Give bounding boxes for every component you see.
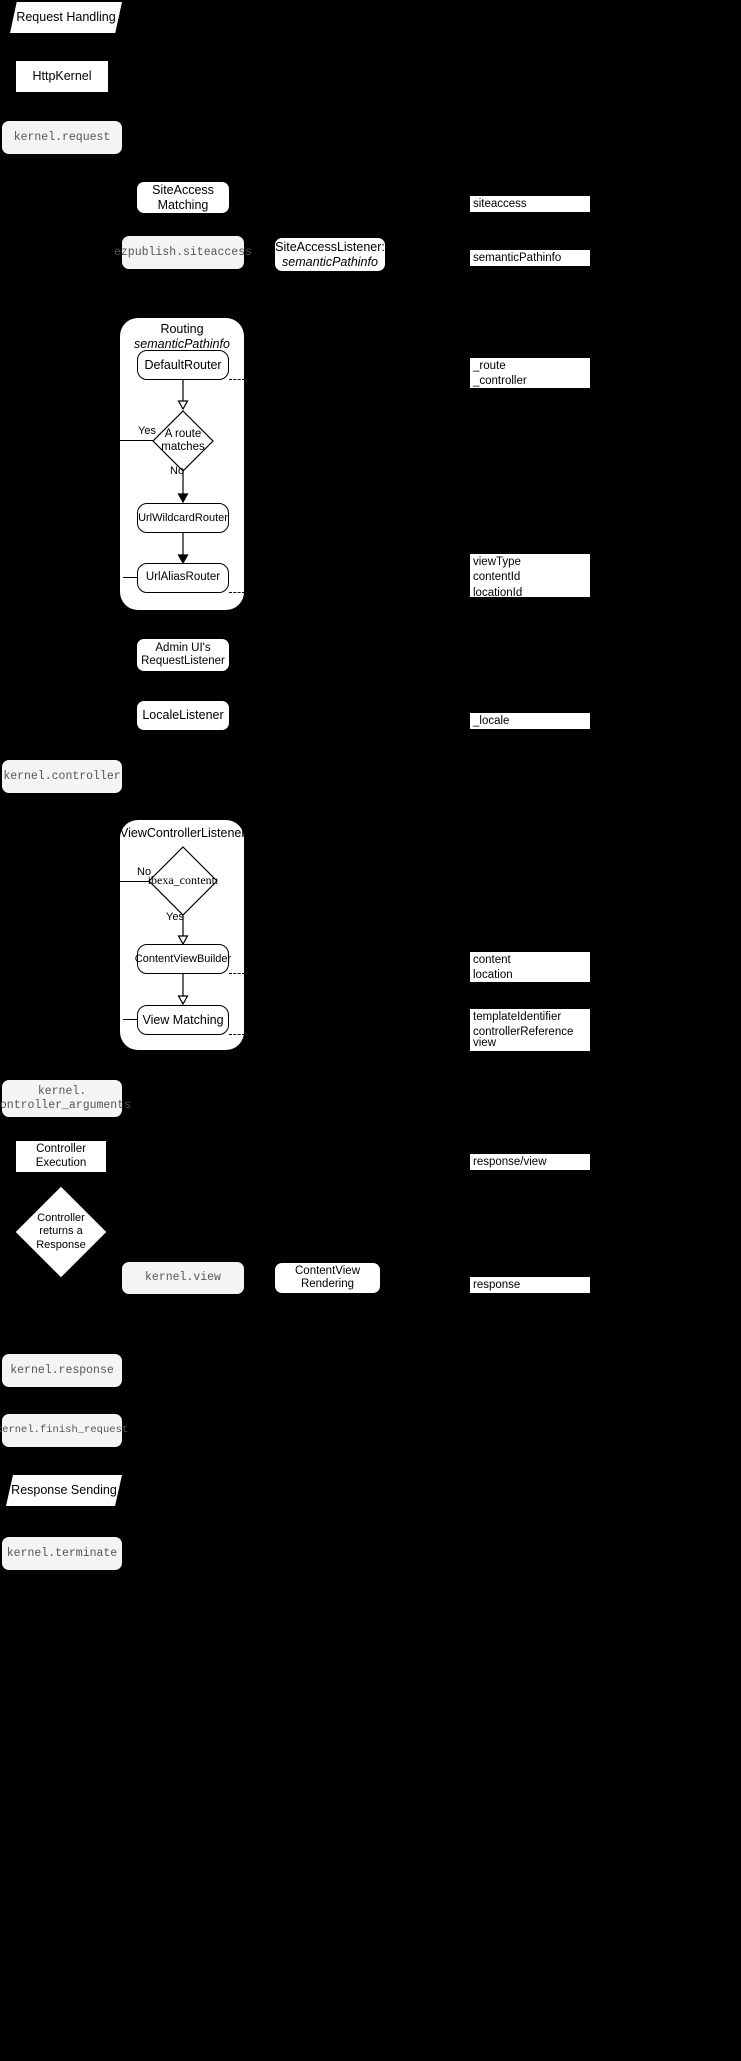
decision-route-matches-yes: Yes <box>138 425 156 437</box>
edge-ibexa-content-no-branch <box>120 881 149 883</box>
event-ezpublish-siteaccess-label: ezpublish.siteaccess <box>113 245 253 259</box>
decision-controller-returns-response-line2: returns a <box>39 1225 83 1238</box>
attr-view: view <box>470 1035 590 1051</box>
event-kernel-request: kernel.request <box>2 121 122 154</box>
edge-view-matching-left-stub <box>123 1019 138 1021</box>
attr-route-controller-line2: _controller <box>473 375 527 388</box>
node-locale-listener: LocaleListener <box>137 701 229 730</box>
attr-siteaccess: siteaccess <box>470 196 590 212</box>
node-url-wildcard-router: UrlWildcardRouter <box>137 503 229 533</box>
attr-content-location: content location <box>470 952 590 982</box>
attr-route-controller: _route _controller <box>470 358 590 388</box>
node-view-matching: View Matching <box>137 1005 229 1035</box>
decision-ibexa-content-no: No <box>137 866 152 878</box>
node-admin-ui-request-listener-line1: Admin UI's <box>155 641 211 654</box>
attr-view-type-line: viewType <box>473 556 521 568</box>
edge-urlwildcard-to-urlalias <box>176 533 192 565</box>
event-kernel-controller-label: kernel.controller <box>3 769 121 783</box>
decision-ibexa-content-text: ibexa_content: <box>147 873 219 888</box>
event-kernel-controller: kernel.controller <box>2 760 122 793</box>
attr-response-view-line: response/view <box>473 1156 547 1168</box>
group-routing-title-italic: semanticPathinfo <box>134 337 230 351</box>
node-content-view-rendering: ContentView Rendering <box>275 1263 380 1293</box>
attr-view-line: view <box>473 1037 497 1049</box>
node-url-alias-router-label: UrlAliasRouter <box>145 571 221 584</box>
edge-urlalias-left-stub <box>123 577 138 579</box>
edge-ibexa-content-yes-to-builder <box>176 915 192 946</box>
edge-default-router-to-decision <box>176 380 192 411</box>
group-view-controller-listener-title-label: ViewControllerListener <box>120 826 246 840</box>
decision-ibexa-content-yes: Yes <box>166 911 184 923</box>
attr-semantic-pathinfo-line: semanticPathinfo <box>473 252 562 264</box>
node-http-kernel-label: HttpKernel <box>32 69 92 84</box>
attr-location-id-line: locationId <box>473 586 523 599</box>
node-default-router-label: DefaultRouter <box>144 357 222 372</box>
attr-response: response <box>470 1277 590 1293</box>
event-kernel-controller-arguments-label: kernel. controller_arguments <box>0 1085 132 1112</box>
decision-route-matches-line1: A route <box>164 427 202 440</box>
group-routing-title-prefix: Routing <box>160 322 204 336</box>
node-view-matching-label: View Matching <box>142 1012 224 1027</box>
phase-banner-request-handling: Request Handling <box>10 2 122 33</box>
attr-content-id-line: contentId <box>473 571 521 584</box>
decision-controller-returns-response-line3: Response <box>36 1238 86 1251</box>
attr-locale-line: _locale <box>473 715 510 727</box>
event-kernel-response-label: kernel.response <box>10 1363 114 1377</box>
group-view-controller-listener-title: ViewControllerListener <box>120 826 246 841</box>
edge-route-yes-branch <box>120 440 153 442</box>
node-controller-execution: Controller Execution <box>16 1141 106 1172</box>
node-content-view-builder: ContentViewBuilder <box>134 944 232 974</box>
phase-banner-response-sending: Response Sending <box>6 1475 122 1506</box>
node-locale-listener-label: LocaleListener <box>142 708 224 723</box>
dashed-connector-content-view-builder <box>229 973 245 974</box>
edge-route-no-to-urlwildcard <box>176 471 192 504</box>
attr-route-controller-line1: _route <box>473 360 506 372</box>
event-kernel-response: kernel.response <box>2 1354 122 1387</box>
event-kernel-view: kernel.view <box>122 1262 244 1294</box>
dashed-connector-url-alias-router <box>229 592 245 593</box>
node-siteaccess-listener: SiteAccessListener: semanticPathinfo <box>275 238 385 271</box>
node-admin-ui-request-listener: Admin UI's RequestListener <box>137 639 229 671</box>
event-kernel-request-label: kernel.request <box>13 130 111 144</box>
attr-view-content-location: viewType contentId locationId <box>470 554 590 599</box>
event-kernel-terminate: kernel.terminate <box>2 1537 122 1570</box>
node-http-kernel: HttpKernel <box>16 61 108 92</box>
dashed-connector-default-router <box>229 379 245 380</box>
decision-controller-returns-response-line1: Controller <box>37 1212 85 1225</box>
attr-template-identifier-line: templateIdentifier <box>473 1011 562 1023</box>
phase-banner-label: Request Handling <box>16 10 116 25</box>
decision-ibexa-content-label: ibexa_content: <box>147 846 219 916</box>
attr-siteaccess-line: siteaccess <box>473 198 527 210</box>
attr-locale: _locale <box>470 713 590 729</box>
node-siteaccess-listener-line1: SiteAccessListener: <box>275 240 385 255</box>
event-kernel-controller-arguments: kernel. controller_arguments <box>0 1080 131 1117</box>
decision-controller-returns-response-label: Controller returns a Response <box>24 1200 98 1264</box>
attr-location-line: location <box>473 969 513 982</box>
attr-content-line: content <box>473 954 511 966</box>
node-url-wildcard-router-label: UrlWildcardRouter <box>138 511 228 524</box>
phase-banner-response-sending-label: Response Sending <box>11 1483 117 1498</box>
event-kernel-terminate-label: kernel.terminate <box>6 1546 118 1560</box>
dashed-connector-view-matching <box>229 1034 245 1035</box>
node-controller-execution-label: Controller Execution <box>35 1143 87 1169</box>
event-kernel-finish-request-label: kernel.finish_request <box>0 1424 129 1437</box>
decision-route-matches-line2: matches <box>161 441 205 453</box>
decision-route-matches-no: No <box>170 465 185 477</box>
node-siteaccess-listener-line2: semanticPathinfo <box>282 254 378 269</box>
attr-response-view: response/view <box>470 1154 590 1170</box>
event-ezpublish-siteaccess: ezpublish.siteaccess <box>114 236 252 269</box>
node-content-view-builder-label: ContentViewBuilder <box>134 952 232 965</box>
node-default-router: DefaultRouter <box>137 350 229 380</box>
attr-response-line: response <box>473 1279 521 1291</box>
attr-semantic-pathinfo: semanticPathinfo <box>470 250 590 266</box>
edge-builder-to-view-matching <box>176 974 192 1006</box>
event-kernel-view-label: kernel.view <box>145 1271 221 1285</box>
node-siteaccess-matching: SiteAccess Matching <box>137 182 229 213</box>
node-content-view-rendering-label: ContentView Rendering <box>295 1264 360 1290</box>
event-kernel-finish-request: kernel.finish_request <box>0 1414 128 1447</box>
decision-route-matches-label: A route matches <box>152 410 214 472</box>
node-siteaccess-matching-label: SiteAccess Matching <box>152 183 214 212</box>
node-url-alias-router: UrlAliasRouter <box>137 563 229 593</box>
node-admin-ui-request-listener-line2: RequestListener <box>141 655 225 667</box>
